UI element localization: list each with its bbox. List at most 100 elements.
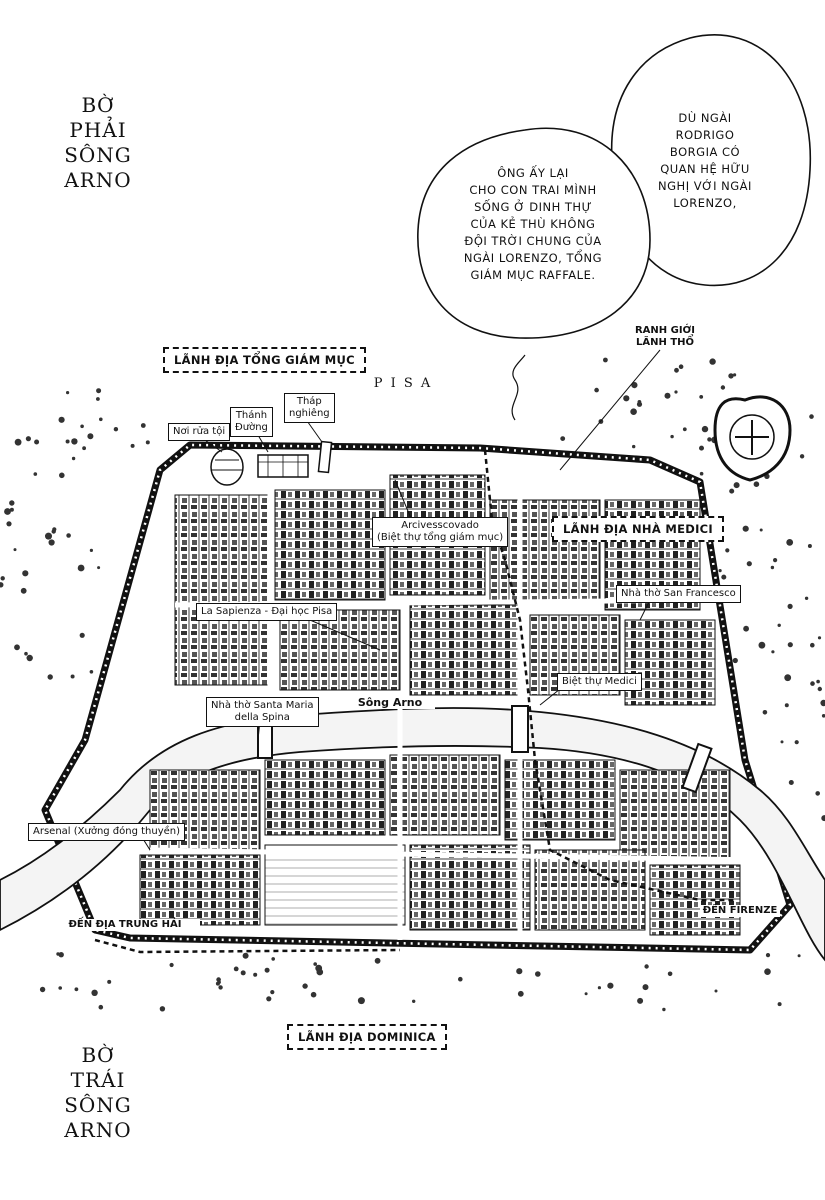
tree [253, 972, 258, 977]
tree [169, 962, 174, 968]
place-archbishop-palace: Arcivesscovado (Biệt thự tổng giám mục) [372, 517, 509, 547]
tree [45, 532, 52, 540]
tree [820, 699, 825, 707]
tree [758, 641, 766, 649]
tree [784, 703, 789, 708]
tree [784, 674, 792, 682]
tree [597, 986, 602, 990]
tree [770, 565, 775, 570]
tree [788, 780, 794, 785]
tree [682, 427, 687, 432]
tree [810, 642, 815, 648]
tree [25, 436, 31, 442]
tree [20, 587, 27, 594]
direction-mediterranean: ĐẾN ĐỊA TRUNG HẢI [50, 919, 200, 931]
tree [71, 456, 76, 461]
tree [89, 670, 94, 674]
coat-of-arms [713, 395, 792, 482]
tree [107, 979, 112, 984]
tree [699, 445, 704, 451]
tree [607, 982, 614, 989]
tree [22, 570, 29, 577]
tree [266, 996, 272, 1002]
tree [786, 539, 794, 546]
tree [699, 471, 704, 476]
tree [725, 548, 730, 553]
tree [458, 976, 463, 982]
tree [644, 964, 649, 969]
tree [97, 566, 101, 570]
tree [91, 989, 98, 996]
tree [79, 632, 85, 638]
tree [560, 436, 566, 441]
tree [667, 971, 673, 977]
tree [66, 533, 71, 538]
tree [743, 625, 749, 632]
tree [217, 980, 221, 984]
tree [98, 1004, 104, 1010]
tree [80, 424, 84, 429]
piazza-dei-miracoli [210, 440, 333, 486]
tree [71, 438, 78, 445]
north-city-blocks [174, 474, 716, 706]
tree [59, 472, 65, 479]
tree [584, 992, 588, 996]
place-arsenal: Arsenal (Xưởng đóng thuyền) [28, 823, 186, 841]
tree [240, 970, 246, 976]
tree [603, 357, 608, 363]
tree [718, 569, 722, 573]
tree [535, 971, 541, 977]
tree [780, 740, 784, 744]
tree [707, 437, 712, 442]
right-bank-label: BỜ PHẢI SÔNG ARNO [64, 93, 132, 192]
tree [270, 990, 275, 995]
tree [357, 997, 365, 1005]
tree [664, 392, 671, 399]
tree [87, 433, 94, 440]
tree [674, 367, 679, 373]
tree [810, 681, 815, 686]
tree [662, 1007, 666, 1012]
direction-firenze: ĐẾN FIRENZE [700, 905, 780, 917]
tree [594, 387, 599, 393]
tree [242, 952, 249, 959]
tree [0, 576, 5, 581]
tree [637, 997, 644, 1004]
city-name-label: P I S A [373, 376, 433, 391]
tree [764, 968, 771, 975]
left-bank-label: BỜ TRÁI SÔNG ARNO [64, 1043, 132, 1142]
tree [631, 382, 638, 389]
tree [218, 985, 223, 990]
tree [728, 373, 734, 379]
territory-medici: LÃNH ĐỊA NHÀ MEDICI [552, 516, 724, 542]
tree [14, 644, 20, 651]
tree [9, 500, 15, 506]
tree [817, 636, 822, 640]
tree [264, 967, 270, 973]
tree [759, 528, 763, 532]
tree [773, 558, 778, 563]
tree [56, 952, 60, 956]
tree [746, 561, 752, 567]
smoke-swirl [511, 354, 526, 421]
tree [699, 395, 704, 399]
tree [623, 395, 630, 402]
tree [48, 539, 55, 546]
tree [77, 564, 85, 572]
tree [678, 364, 684, 370]
tree [642, 984, 649, 991]
tree [720, 385, 726, 390]
tree [66, 391, 70, 395]
tree [74, 987, 79, 992]
tree [807, 544, 812, 548]
place-baptistery: Nơi rửa tội [168, 423, 231, 441]
tree [701, 425, 709, 433]
speech-bubble-2: ÔNG ẤY LẠI CHO CON TRAI MÌNH SỐNG Ở DINH… [463, 166, 603, 282]
tree [58, 952, 64, 958]
tree [145, 440, 150, 445]
tree [412, 999, 416, 1003]
tree [96, 397, 100, 401]
tree [89, 548, 93, 553]
tree [765, 953, 771, 958]
tree [271, 957, 276, 961]
